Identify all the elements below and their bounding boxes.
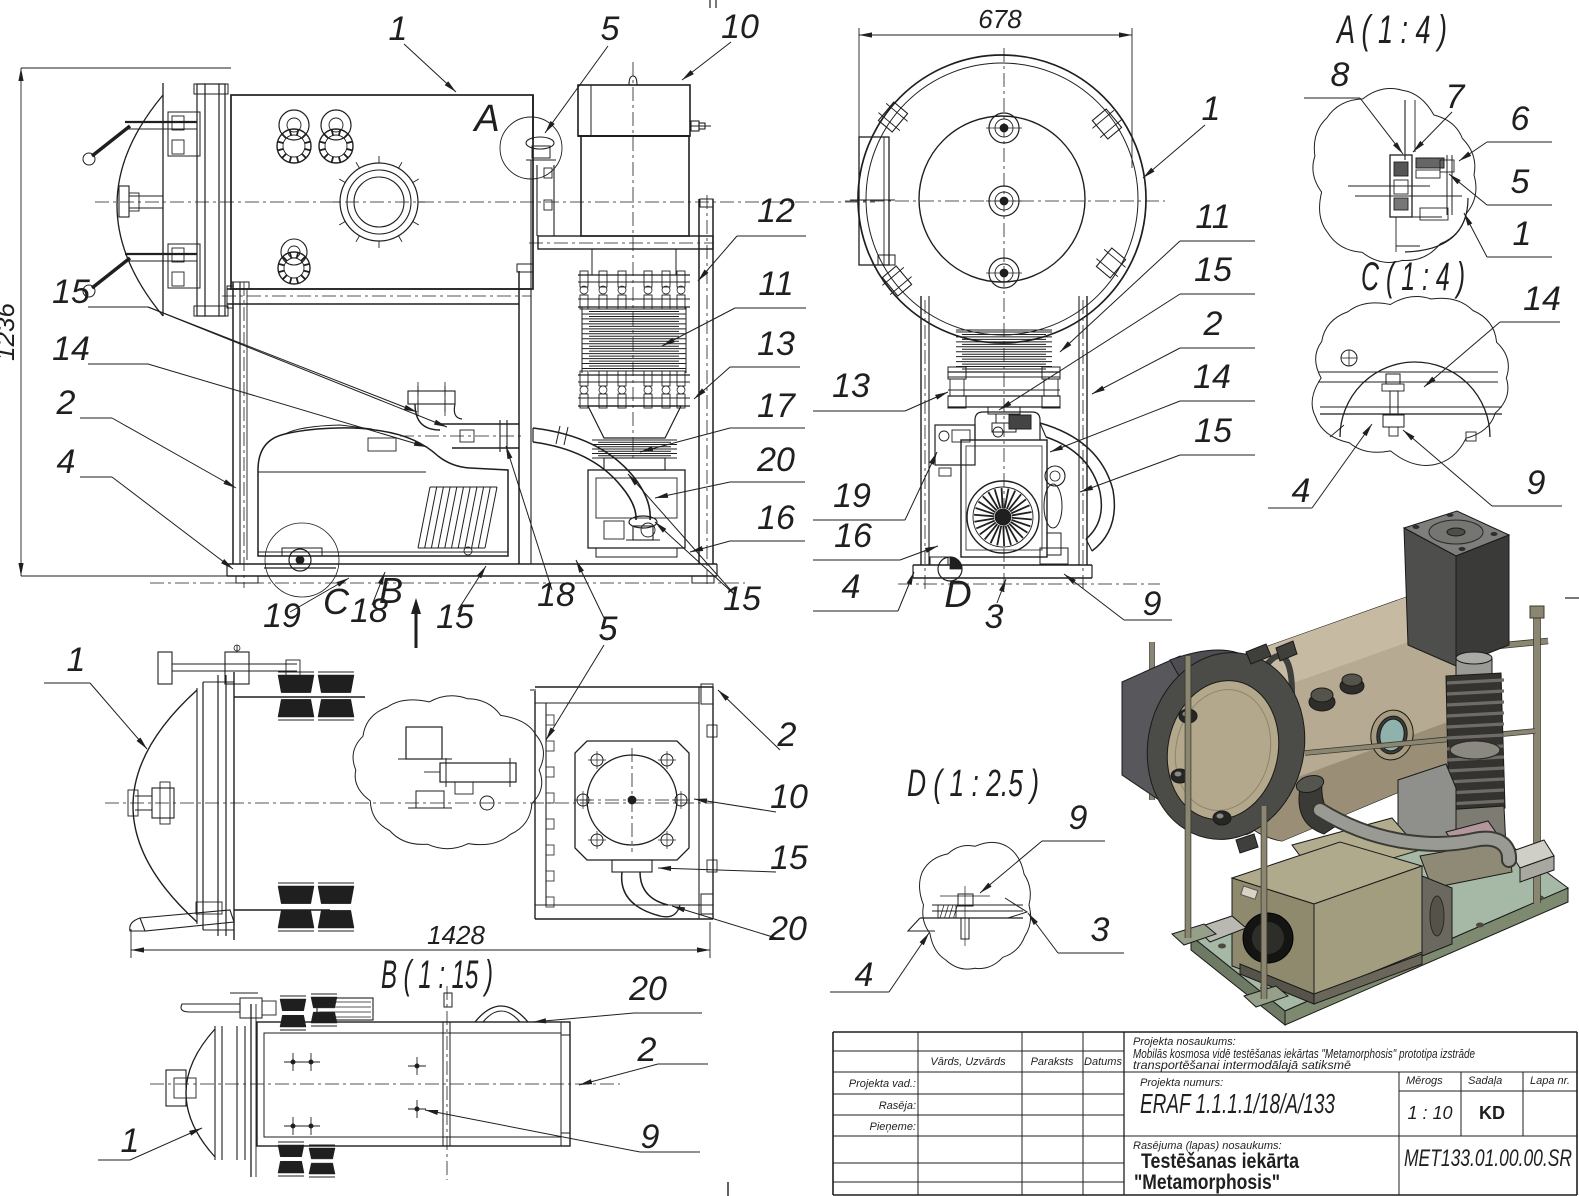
svg-text:15: 15: [1194, 251, 1232, 289]
svg-text:Paraksts: Paraksts: [1031, 1056, 1074, 1068]
svg-text:4: 4: [57, 443, 76, 481]
svg-text:14: 14: [1193, 358, 1231, 396]
svg-text:C: C: [323, 581, 350, 622]
svg-text:9: 9: [1527, 464, 1546, 502]
svg-text:1: 1: [67, 641, 86, 679]
svg-text:2: 2: [1203, 305, 1223, 343]
svg-text:3: 3: [1091, 911, 1110, 949]
svg-text:A: A: [472, 98, 499, 140]
svg-text:1: 1: [1513, 215, 1532, 253]
svg-text:Projekta nosaukums:: Projekta nosaukums:: [1133, 1036, 1236, 1048]
svg-text:4: 4: [855, 956, 874, 994]
svg-text:20: 20: [756, 441, 795, 479]
svg-text:8: 8: [1331, 56, 1350, 94]
svg-text:11: 11: [758, 265, 793, 303]
svg-text:12: 12: [757, 192, 795, 230]
svg-text:Projekta vad.:: Projekta vad.:: [849, 1078, 916, 1090]
svg-text:Mērogs: Mērogs: [1406, 1075, 1443, 1087]
svg-text:1 : 10: 1 : 10: [1407, 1103, 1452, 1123]
svg-text:Rasēja:: Rasēja:: [879, 1100, 916, 1112]
svg-text:1: 1: [389, 10, 408, 48]
svg-text:Lapa nr.: Lapa nr.: [1530, 1075, 1570, 1087]
svg-text:13: 13: [757, 325, 795, 363]
svg-text:16: 16: [757, 499, 795, 537]
svg-text:10: 10: [770, 778, 808, 816]
svg-text:7: 7: [1446, 78, 1466, 116]
svg-text:14: 14: [52, 330, 90, 368]
svg-text:"Metamorphosis": "Metamorphosis": [1134, 1171, 1280, 1194]
svg-text:15: 15: [1194, 412, 1232, 450]
svg-text:13: 13: [832, 367, 870, 405]
svg-text:2: 2: [56, 384, 76, 422]
svg-text:Pieņeme:: Pieņeme:: [870, 1121, 916, 1133]
svg-text:18: 18: [350, 592, 388, 630]
svg-text:C ( 1 : 4 ): C ( 1 : 4 ): [1361, 255, 1465, 299]
svg-text:20: 20: [768, 910, 807, 948]
svg-text:14: 14: [1523, 280, 1561, 318]
svg-text:1428: 1428: [427, 920, 485, 950]
svg-text:Projekta numurs:: Projekta numurs:: [1140, 1077, 1223, 1089]
svg-text:9: 9: [1143, 585, 1162, 623]
svg-text:15: 15: [723, 580, 761, 618]
svg-text:ERAF 1.1.1.1/18/A/133: ERAF 1.1.1.1/18/A/133: [1140, 1088, 1335, 1119]
svg-text:MET133.01.00.00.SR: MET133.01.00.00.SR: [1404, 1145, 1572, 1172]
svg-text:4: 4: [1292, 472, 1311, 510]
svg-text:6: 6: [1511, 100, 1530, 138]
svg-text:5: 5: [599, 610, 618, 648]
svg-text:17: 17: [757, 387, 796, 425]
svg-text:11: 11: [1195, 198, 1230, 236]
svg-text:B: B: [379, 570, 403, 611]
svg-text:678: 678: [978, 4, 1022, 34]
svg-text:D ( 1 : 2.5 ): D ( 1 : 2.5 ): [907, 763, 1039, 805]
svg-text:Datums: Datums: [1084, 1056, 1122, 1068]
svg-text:Sadaļa: Sadaļa: [1468, 1075, 1502, 1087]
svg-text:Vārds, Uzvārds: Vārds, Uzvārds: [930, 1056, 1006, 1068]
svg-text:Mobilās kosmosa vidē testēšana: Mobilās kosmosa vidē testēšanas iekārtas…: [1133, 1047, 1475, 1061]
svg-text:10: 10: [721, 8, 759, 46]
svg-text:4: 4: [842, 568, 861, 606]
svg-text:18: 18: [537, 576, 575, 614]
svg-text:Rasējuma (lapas) nosaukums:: Rasējuma (lapas) nosaukums:: [1133, 1140, 1282, 1152]
svg-text:1236: 1236: [0, 303, 20, 361]
svg-text:15: 15: [770, 839, 808, 877]
svg-text:3: 3: [985, 598, 1004, 636]
svg-text:1: 1: [121, 1122, 140, 1160]
svg-text:transportēšanai intermodālajā: transportēšanai intermodālajā satiksmē: [1133, 1060, 1351, 1072]
svg-text:9: 9: [641, 1118, 660, 1156]
svg-text:15: 15: [436, 598, 474, 636]
svg-text:5: 5: [1511, 163, 1530, 201]
svg-text:1: 1: [1202, 90, 1221, 128]
svg-text:B ( 1 : 15 ): B ( 1 : 15 ): [381, 953, 493, 997]
svg-text:KD: KD: [1479, 1103, 1505, 1123]
svg-text:2: 2: [637, 1031, 657, 1069]
svg-text:16: 16: [834, 517, 872, 555]
svg-text:2: 2: [777, 716, 797, 754]
svg-text:A ( 1 : 4 ): A ( 1 : 4 ): [1336, 8, 1447, 52]
svg-text:20: 20: [628, 970, 667, 1008]
svg-text:19: 19: [263, 597, 301, 635]
svg-text:15: 15: [52, 273, 90, 311]
svg-text:5: 5: [601, 10, 620, 48]
svg-text:5: 5: [599, 610, 618, 648]
svg-text:Testēšanas iekārta: Testēšanas iekārta: [1141, 1150, 1299, 1173]
svg-text:D: D: [944, 574, 971, 616]
svg-text:19: 19: [833, 477, 871, 515]
svg-text:9: 9: [1069, 799, 1088, 837]
